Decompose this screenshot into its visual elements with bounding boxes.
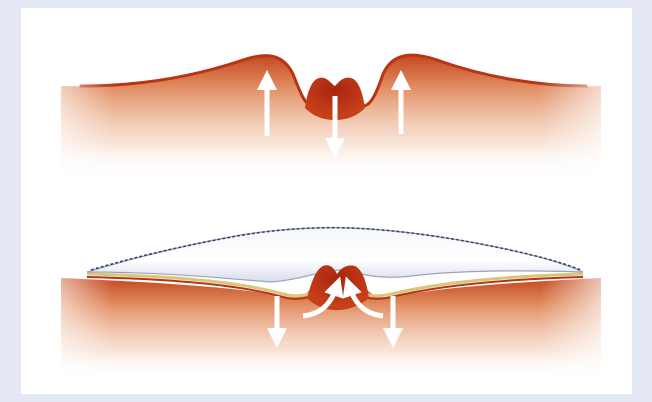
figure-panel [21, 8, 632, 394]
illustration [21, 8, 632, 394]
ice-load-panel [21, 228, 632, 388]
uplift-panel [21, 48, 632, 188]
